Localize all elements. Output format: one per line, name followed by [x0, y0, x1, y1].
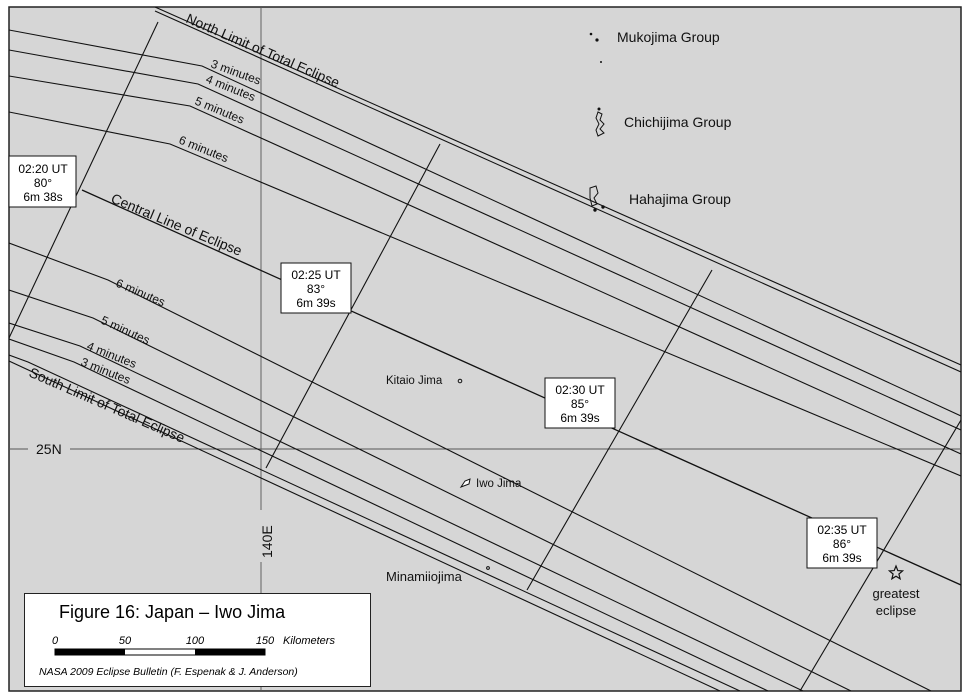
- svg-text:83°: 83°: [307, 282, 325, 296]
- time-marker-0230: 02:30 UT 85° 6m 39s: [544, 377, 616, 429]
- svg-text:80°: 80°: [34, 176, 52, 190]
- duration-line-5min-south: [9, 289, 852, 691]
- figure-title: Figure 16: Japan – Iwo Jima: [59, 602, 286, 622]
- figure-legend: Figure 16: Japan – Iwo Jima 0 50 100 150…: [24, 593, 371, 687]
- longitude-label: 140E: [259, 525, 275, 558]
- place-hahajima: Hahajima Group: [629, 191, 731, 207]
- scale-tick-50: 50: [119, 635, 132, 647]
- south-limit-line: [9, 354, 741, 691]
- north-limit-line-inner: [154, 10, 961, 373]
- svg-text:85°: 85°: [571, 397, 589, 411]
- svg-text:02:30 UT: 02:30 UT: [555, 383, 605, 397]
- time-marker-0225: 02:25 UT 83° 6m 39s: [280, 262, 352, 314]
- duration-line-4min-north: [9, 49, 961, 431]
- time-line-0235: [799, 419, 961, 691]
- scale-tick-150: 150: [256, 635, 275, 647]
- place-mukojima: Mukojima Group: [617, 29, 720, 45]
- latitude-label: 25N: [36, 441, 62, 457]
- duration-line-6min-north: [9, 111, 961, 477]
- time-marker-0235: 02:35 UT 86° 6m 39s: [806, 517, 878, 569]
- hahajima-group-icon: [589, 185, 605, 212]
- svg-text:6m 38s: 6m 38s: [23, 190, 62, 204]
- svg-text:6m 39s: 6m 39s: [560, 411, 599, 425]
- time-line-0230: [526, 269, 713, 591]
- map-background: [8, 6, 962, 692]
- place-iwo-jima: Iwo Jima: [476, 478, 522, 490]
- north-limit-line: [154, 7, 961, 366]
- mukojima-group-icon: [589, 32, 602, 63]
- time-line-0225: [265, 143, 441, 469]
- south-limit-line-outer: [9, 360, 721, 691]
- svg-text:02:35 UT: 02:35 UT: [817, 523, 867, 537]
- svg-text:6m 39s: 6m 39s: [296, 296, 335, 310]
- time-marker-0220: 02:20 UT 80° 6m 38s: [8, 155, 77, 208]
- duration-line-3min-south: [9, 338, 769, 691]
- kitaio-jima-icon: [457, 378, 463, 384]
- scale-tick-0: 0: [52, 635, 59, 647]
- place-kitaio-jima: Kitaio Jima: [386, 375, 443, 387]
- svg-text:6m 39s: 6m 39s: [822, 551, 861, 565]
- greatest-eclipse-label-1: greatest: [873, 586, 920, 601]
- figure-credit: NASA 2009 Eclipse Bulletin (F. Espenak &…: [39, 666, 298, 678]
- chichijima-group-icon: [595, 107, 605, 137]
- place-minamiiojima: Minamiiojima: [386, 569, 463, 584]
- duration-line-5min-north: [9, 75, 961, 455]
- duration-line-3min-north: [9, 29, 961, 417]
- duration-line-6min-south: [9, 242, 932, 691]
- time-line-0220: [9, 21, 159, 339]
- scale-unit: Kilometers: [283, 635, 335, 647]
- iwo-jima-icon: [459, 478, 471, 489]
- scale-tick-100: 100: [186, 635, 205, 647]
- duration-line-4min-south: [9, 322, 804, 691]
- svg-text:02:20 UT: 02:20 UT: [18, 162, 68, 176]
- scale-bar: 0 50 100 150 Kilometers: [52, 635, 335, 656]
- greatest-eclipse-star-icon: [887, 564, 905, 581]
- svg-text:86°: 86°: [833, 537, 851, 551]
- minamiiojima-icon: [486, 566, 490, 570]
- svg-text:02:25 UT: 02:25 UT: [291, 268, 341, 282]
- place-chichijima: Chichijima Group: [624, 114, 732, 130]
- greatest-eclipse-label-2: eclipse: [876, 603, 916, 618]
